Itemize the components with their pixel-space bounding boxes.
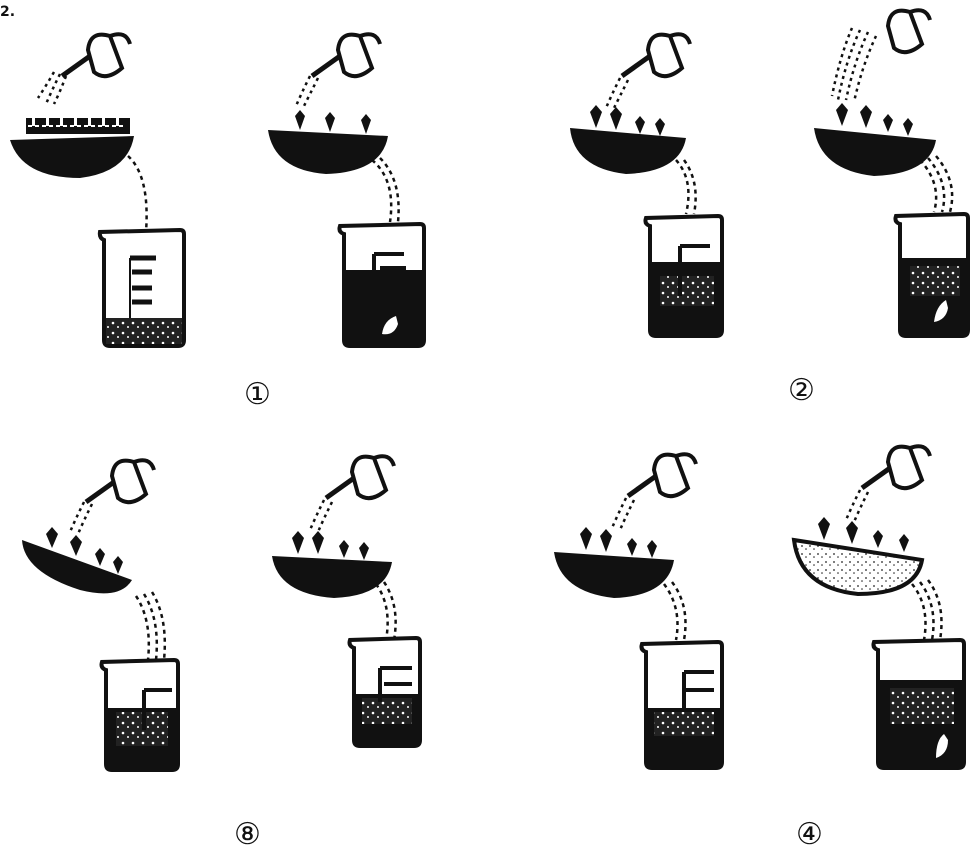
- watering-can-icon: [626, 452, 698, 499]
- scene-6: [272, 454, 422, 748]
- water-drops: [844, 489, 870, 523]
- watering-can-icon: [860, 444, 932, 491]
- beaker: [337, 221, 426, 348]
- water-drops: [68, 501, 94, 535]
- beaker: [347, 635, 422, 748]
- scene-7: [554, 452, 724, 770]
- soil-tray: [272, 531, 392, 598]
- water-drops: [36, 71, 68, 105]
- label-group-2: ②: [788, 373, 815, 408]
- soil-tray: [791, 517, 925, 597]
- beaker: [643, 213, 724, 338]
- runoff-stream: [371, 157, 400, 223]
- runoff-stream: [127, 155, 148, 233]
- soil-tray: [570, 105, 686, 174]
- beaker: [871, 637, 966, 770]
- scene-4: [814, 8, 970, 338]
- watering-can-icon: [84, 458, 156, 505]
- watering-can-icon: [60, 32, 132, 79]
- water-drops: [308, 499, 334, 533]
- watering-can-icon: [620, 32, 692, 79]
- heavy-rain: [830, 27, 878, 103]
- label-group-4: ④: [796, 817, 823, 852]
- watering-can-icon: [885, 8, 932, 55]
- runoff-stream: [134, 591, 167, 661]
- corner-mark: 2.: [0, 4, 15, 20]
- label-group-3: ⑧: [234, 817, 261, 852]
- watering-can-icon: [324, 454, 396, 501]
- soil-tray: [814, 103, 936, 176]
- beaker: [97, 227, 186, 348]
- scene-5: [22, 458, 180, 772]
- soil-tray: [10, 118, 134, 178]
- beaker: [639, 639, 724, 770]
- runoff-stream: [662, 581, 687, 641]
- runoff-stream: [919, 155, 954, 213]
- soil-tray: [554, 527, 674, 598]
- runoff-stream: [374, 581, 397, 641]
- label-group-1: ①: [244, 377, 271, 412]
- soil-tray: [22, 527, 132, 594]
- scene-3: [570, 32, 724, 338]
- water-drops: [610, 497, 636, 531]
- runoff-stream: [675, 159, 697, 215]
- watering-can-icon: [310, 32, 382, 79]
- scene-8: [791, 444, 966, 770]
- water-drops: [604, 77, 630, 109]
- scene-1: [10, 32, 186, 348]
- soil-tray: [268, 110, 388, 174]
- scene-2: [268, 32, 426, 348]
- beaker: [893, 211, 970, 338]
- beaker: [99, 657, 180, 772]
- runoff-stream: [911, 579, 943, 641]
- water-drops: [294, 75, 320, 107]
